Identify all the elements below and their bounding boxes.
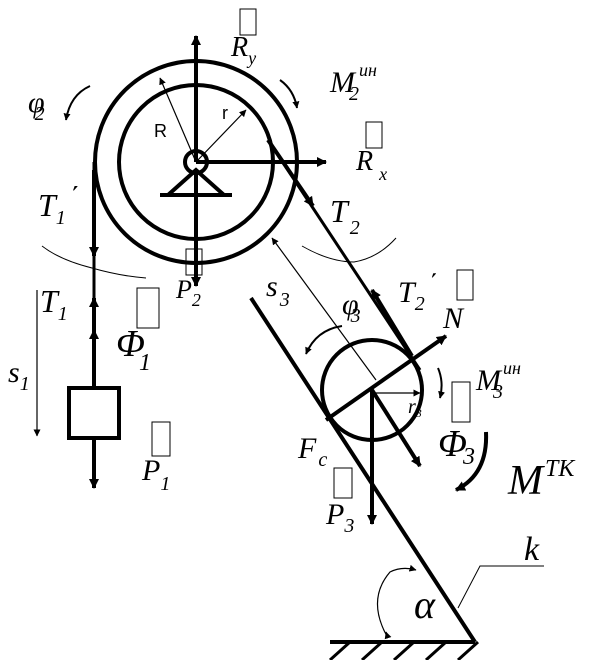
label-R-radius: R (154, 121, 167, 141)
label-T1prime: T1΄ (38, 182, 79, 229)
MTK-moment-arrow (455, 431, 489, 492)
label-Ry: Ry (230, 32, 256, 68)
rope-cut-curve-right (301, 237, 397, 263)
label-r-radius: r (222, 103, 228, 123)
s3-displacement-arrow (271, 237, 377, 381)
force-N-arrow (324, 334, 448, 422)
label-k: k (524, 531, 540, 568)
label-phi3: φ3 (342, 288, 361, 327)
phi3-rotation-arrow (305, 325, 343, 355)
label-T2prime: T2΄ (398, 269, 437, 315)
alpha-angle-arc (376, 564, 417, 639)
label-phi2: φ2 (28, 86, 45, 125)
weight-1 (67, 386, 121, 440)
M3-moment-arrow (437, 367, 445, 399)
label-MTK: MТК (507, 456, 576, 504)
label-P3: P3 (325, 498, 354, 537)
label-T1: T1 (40, 283, 68, 325)
label-r3: r3 (408, 396, 422, 420)
k-leader-line (457, 565, 544, 609)
force-T2prime-arrow (370, 288, 414, 358)
rope-cut-curve-left (41, 245, 147, 279)
alpha-angle-arc-start (384, 631, 392, 640)
label-P1: P1 (141, 454, 170, 495)
radius-r-line (195, 109, 247, 163)
label-M2: M2ин (329, 60, 377, 105)
M2-moment-arrow (279, 79, 300, 109)
label-Phi1: Φ1 (116, 323, 151, 376)
force-Phi3-arrow (370, 388, 422, 468)
label-N: N (442, 302, 465, 335)
vector-marker-boxes (136, 8, 474, 499)
radius-R-line (159, 77, 197, 163)
label-alpha: α (414, 582, 436, 627)
label-s1: s1 (8, 356, 30, 395)
ground-hatching (328, 640, 480, 660)
phi2-rotation-arrow (63, 85, 91, 121)
label-P2: P2 (175, 275, 201, 310)
label-Phi3: Φ3 (438, 423, 475, 470)
inclined-plane-surface (249, 296, 477, 644)
force-T2-arrow (266, 138, 315, 208)
label-M3: M3ин (475, 358, 521, 403)
